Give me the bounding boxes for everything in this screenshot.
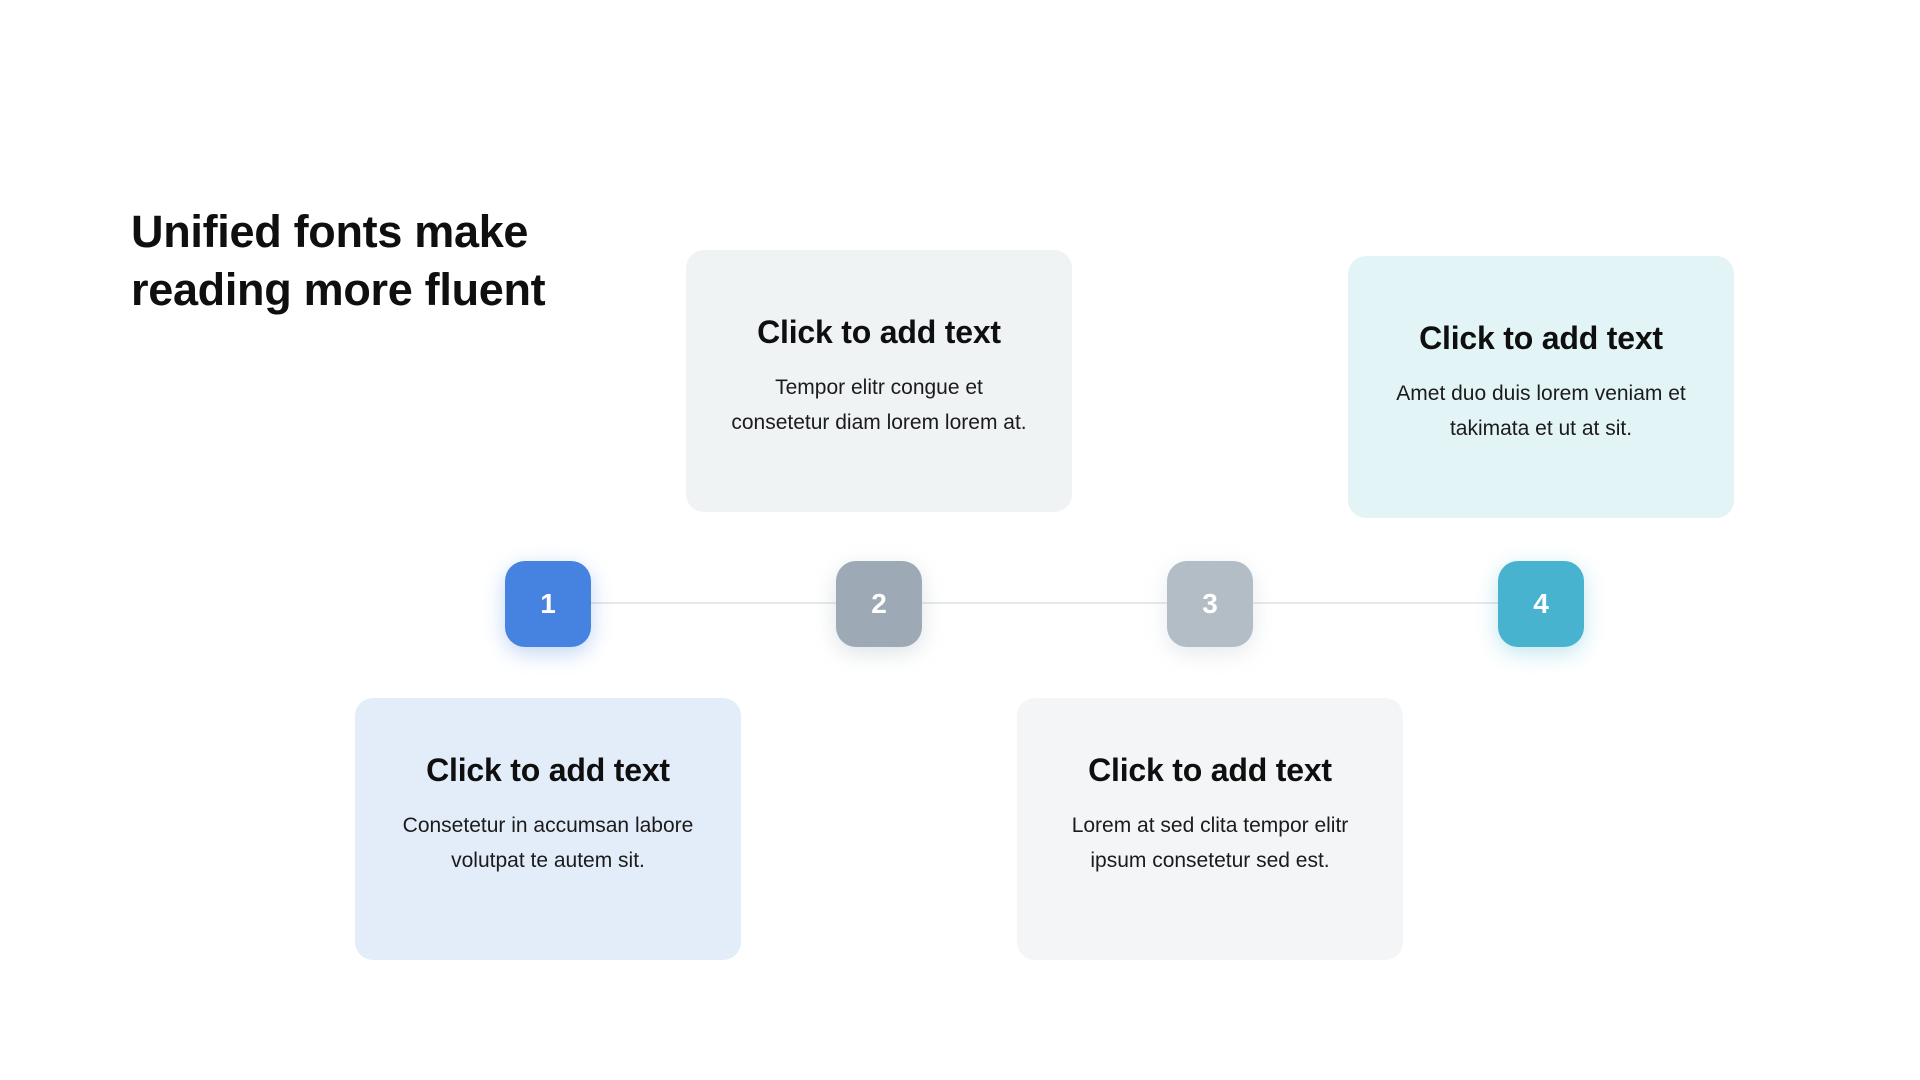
step-4-badge[interactable]: 4 (1498, 561, 1584, 647)
step-4-card-body[interactable]: Amet duo duis lorem veniam et takimata e… (1396, 382, 1686, 440)
step-2-card[interactable]: Click to add text Tempor elitr congue et… (686, 250, 1072, 512)
step-1-card-title[interactable]: Click to add text (426, 752, 670, 788)
step-3-number: 3 (1202, 588, 1218, 619)
step-1-card[interactable]: Click to add text Consetetur in accumsan… (355, 698, 741, 960)
step-3-card[interactable]: Click to add text Lorem at sed clita tem… (1017, 698, 1403, 960)
step-2-badge[interactable]: 2 (836, 561, 922, 647)
step-1-card-body[interactable]: Consetetur in accumsan labore volutpat t… (402, 814, 694, 872)
step-1-badge[interactable]: 1 (505, 561, 591, 647)
step-4-card[interactable]: Click to add text Amet duo duis lorem ve… (1348, 256, 1734, 518)
timeline-connector (548, 602, 1544, 604)
step-3-card-body[interactable]: Lorem at sed clita tempor elitr ipsum co… (1071, 814, 1349, 872)
step-2-card-body[interactable]: Tempor elitr congue et consetetur diam l… (731, 376, 1027, 434)
step-3-card-title[interactable]: Click to add text (1088, 752, 1332, 788)
step-3-badge[interactable]: 3 (1167, 561, 1253, 647)
step-4-card-title[interactable]: Click to add text (1419, 320, 1663, 356)
step-1-number: 1 (540, 588, 556, 619)
step-2-number: 2 (871, 588, 887, 619)
step-4-number: 4 (1533, 588, 1549, 619)
step-2-card-title[interactable]: Click to add text (757, 314, 1001, 350)
slide-title[interactable]: Unified fonts make reading more fluent (131, 206, 546, 315)
